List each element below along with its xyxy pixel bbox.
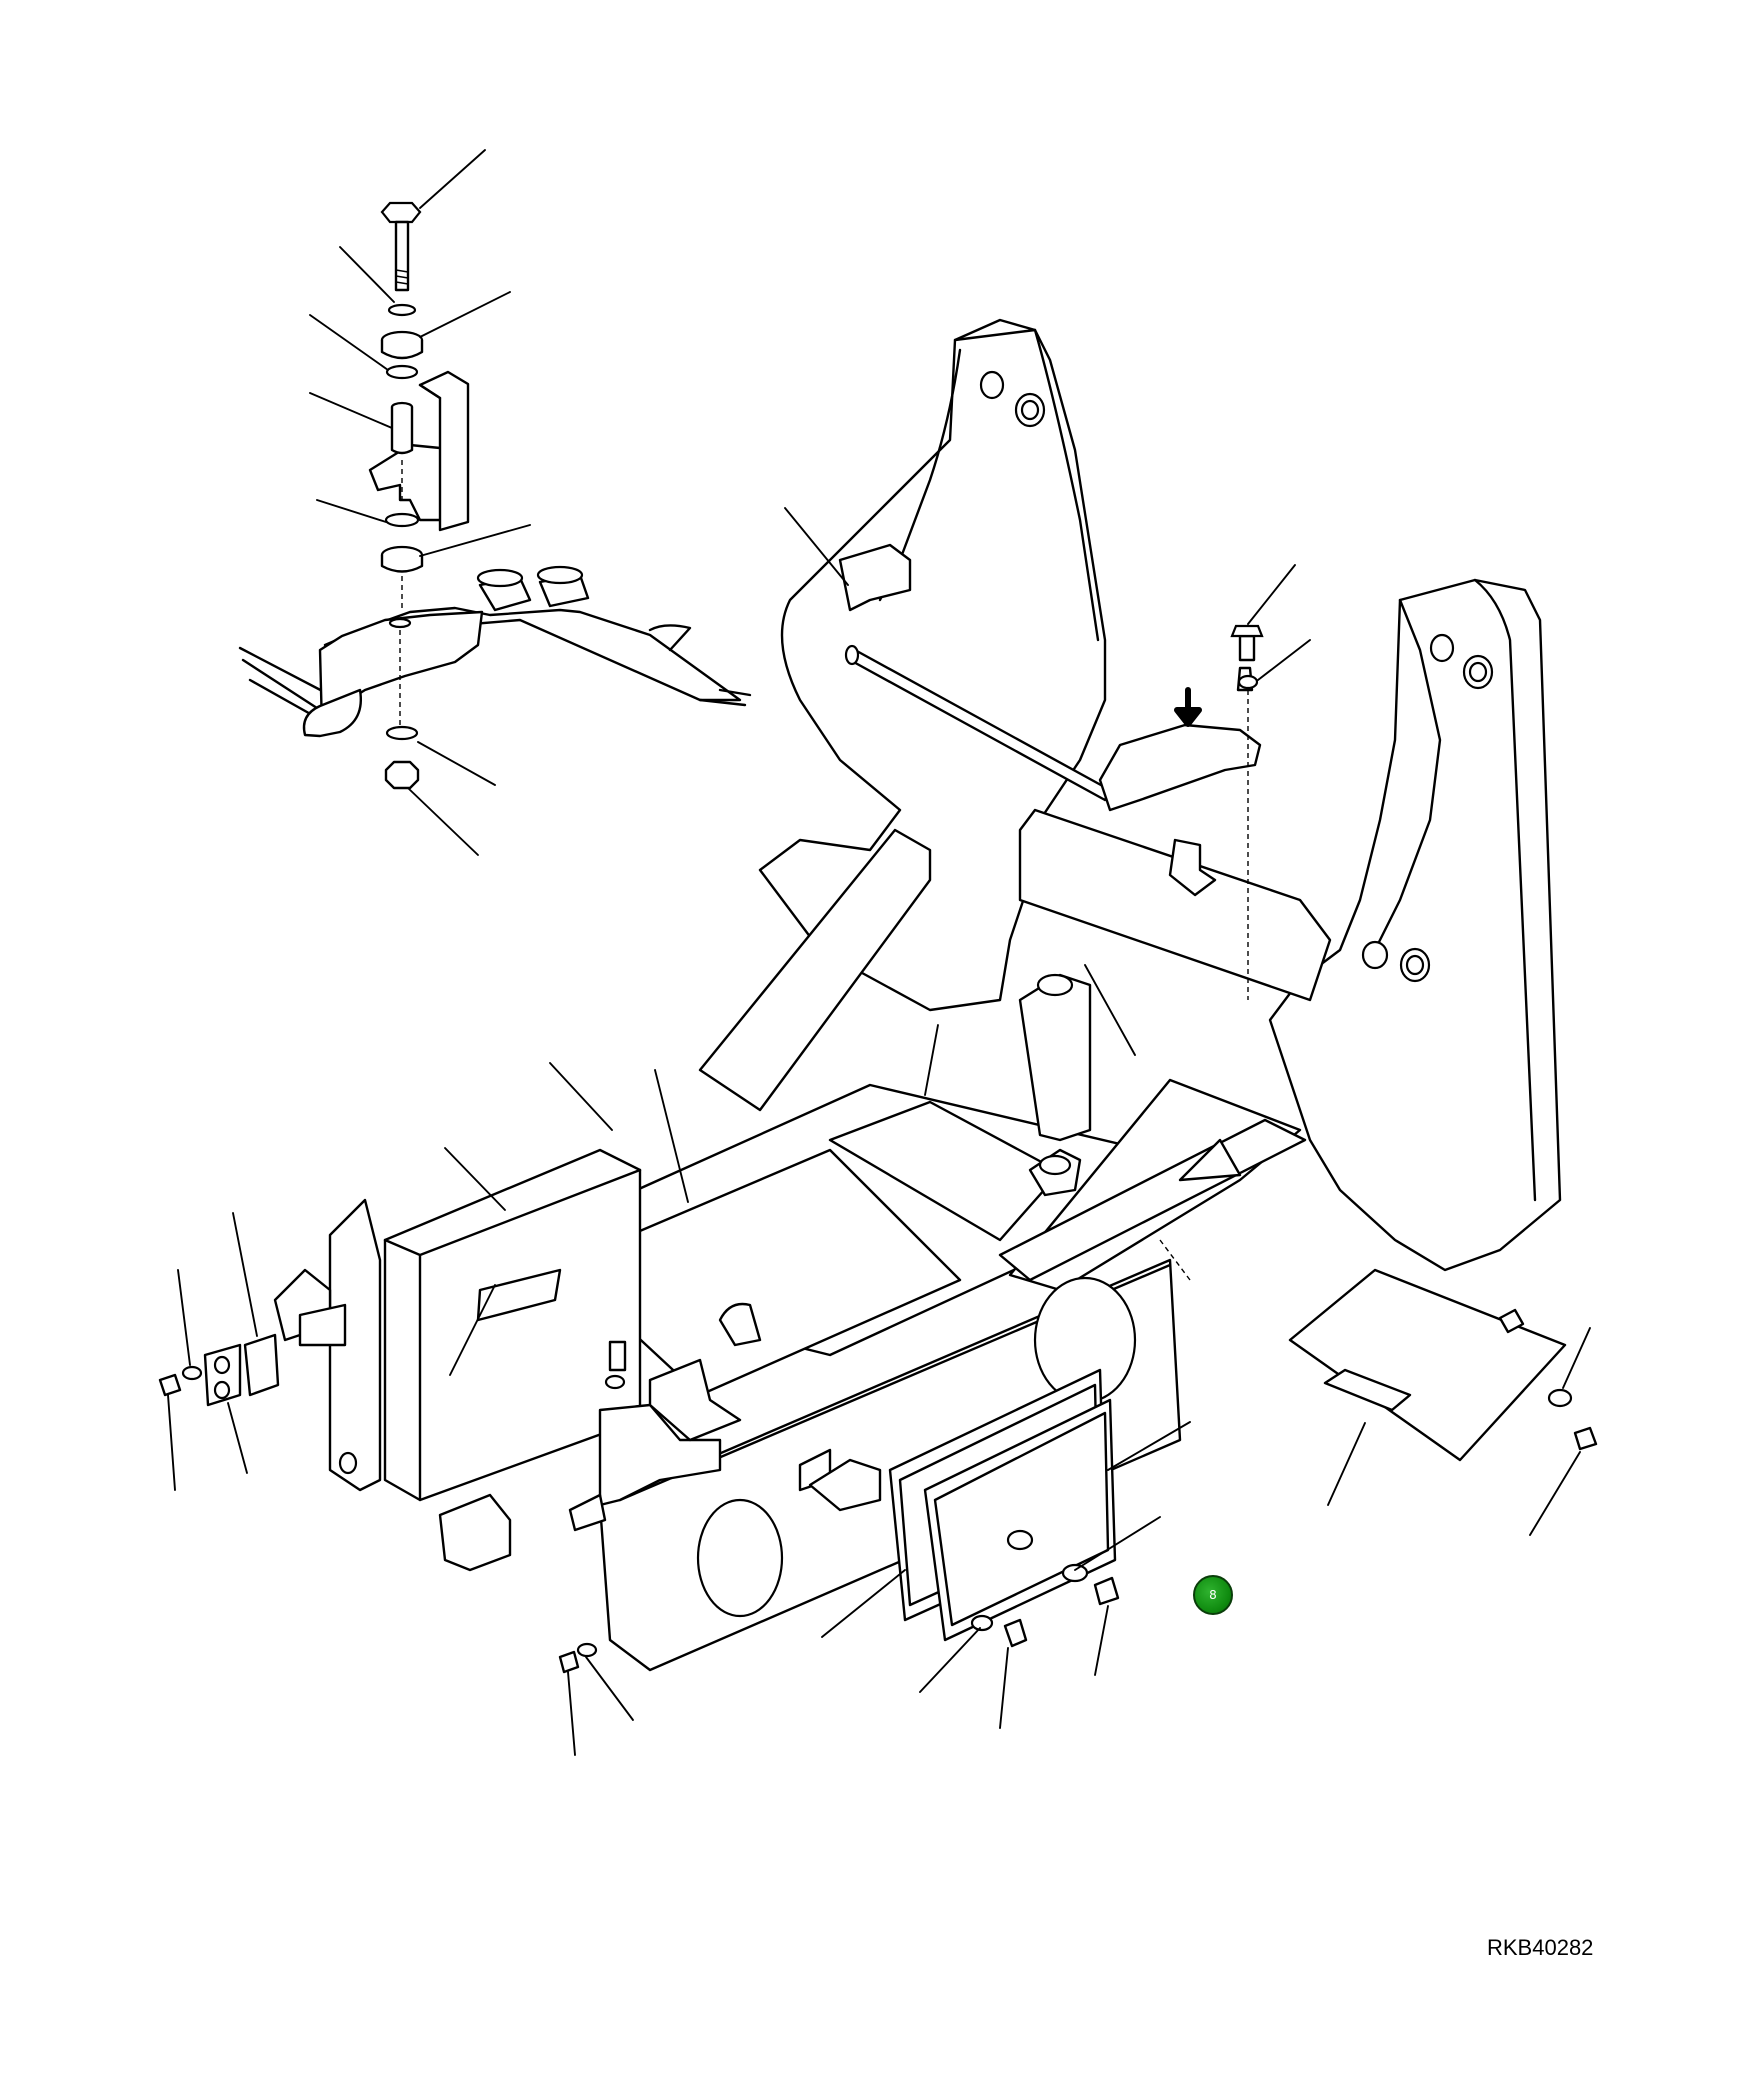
callout-leaders	[167, 149, 1591, 1756]
isolator-mount-detail	[238, 201, 752, 790]
drawing-reference-code: RKB40282	[1487, 1935, 1594, 1960]
hotspot-label: 8	[1209, 1588, 1217, 1602]
main-frame	[273, 318, 1567, 1672]
hotspot-callout[interactable]: 8	[1193, 1575, 1233, 1615]
hardware	[158, 624, 1598, 1674]
